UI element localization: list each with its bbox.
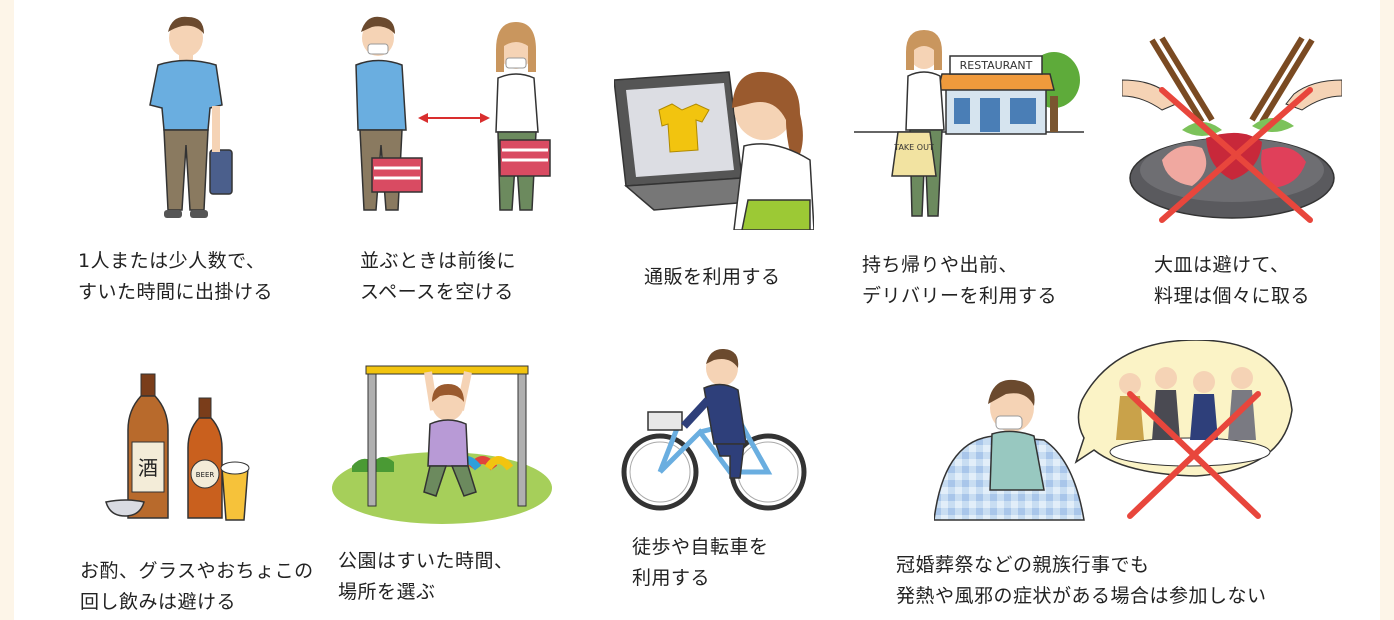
restaurant-takeout-illustration: RESTAURANT TAKE OUT <box>854 30 1084 217</box>
caption: 大皿は避けて、料理は個々に取る <box>1154 254 1311 307</box>
beer-label: BEER <box>196 471 215 479</box>
sashimi-platter-illustration <box>1122 36 1342 223</box>
sick-skip-gathering-illustration <box>934 340 1293 521</box>
caption: 公園はすいた時間、場所を選ぶ <box>338 550 514 603</box>
takeout-label: TAKE OUT <box>893 143 934 152</box>
caption: お酌、グラスやおちょこの回し飲みは避ける <box>80 560 314 613</box>
bicycle-rider-illustration <box>621 348 807 511</box>
item-skip-family-events: 冠婚葬祭などの親族行事でも発熱や風邪の症状がある場合は参加しない <box>896 340 1314 607</box>
item-park: 公園はすいた時間、場所を選ぶ <box>332 356 552 603</box>
item-queue-distance: 並ぶときは前後にスペースを空ける <box>338 10 558 303</box>
item-online-shopping: 通販を利用する <box>614 50 814 288</box>
sake-label: 酒 <box>138 456 158 480</box>
item-takeout: RESTAURANT TAKE OUT 持ち帰りや出前、デリバリーを利用する <box>854 30 1084 307</box>
item-no-shared-platter: 大皿は避けて、料理は個々に取る <box>1122 30 1342 307</box>
item-solo-shopping: 1人または少人数で、すいた時間に出掛ける <box>78 10 284 303</box>
caption: 冠婚葬祭などの親族行事でも発熱や風邪の症状がある場合は参加しない <box>896 554 1267 607</box>
restaurant-sign: RESTAURANT <box>960 59 1033 72</box>
sake-beer-illustration: 酒 BEER <box>105 373 250 521</box>
illustration-panel: 1人または少人数で、すいた時間に出掛ける 並ぶときは前後にスペ <box>14 0 1380 620</box>
park-playground-illustration <box>332 365 552 524</box>
laptop-shopping-illustration <box>614 71 814 230</box>
distanced-queue-illustration <box>355 16 551 211</box>
caption: 通販を利用する <box>644 266 781 288</box>
caption: 並ぶときは前後にスペースを空ける <box>360 250 517 303</box>
caption: 持ち帰りや出前、デリバリーを利用する <box>862 254 1058 307</box>
item-no-shared-drinks: 酒 BEER お酌、グラスやおちょこの回し飲みは避ける <box>80 370 313 613</box>
caption: 1人または少人数で、すいた時間に出掛ける <box>78 250 274 303</box>
item-bicycle: 徒歩や自転車を利用する <box>618 340 808 589</box>
person-with-bag-illustration <box>149 16 233 218</box>
caption: 徒歩や自転車を利用する <box>632 536 769 589</box>
